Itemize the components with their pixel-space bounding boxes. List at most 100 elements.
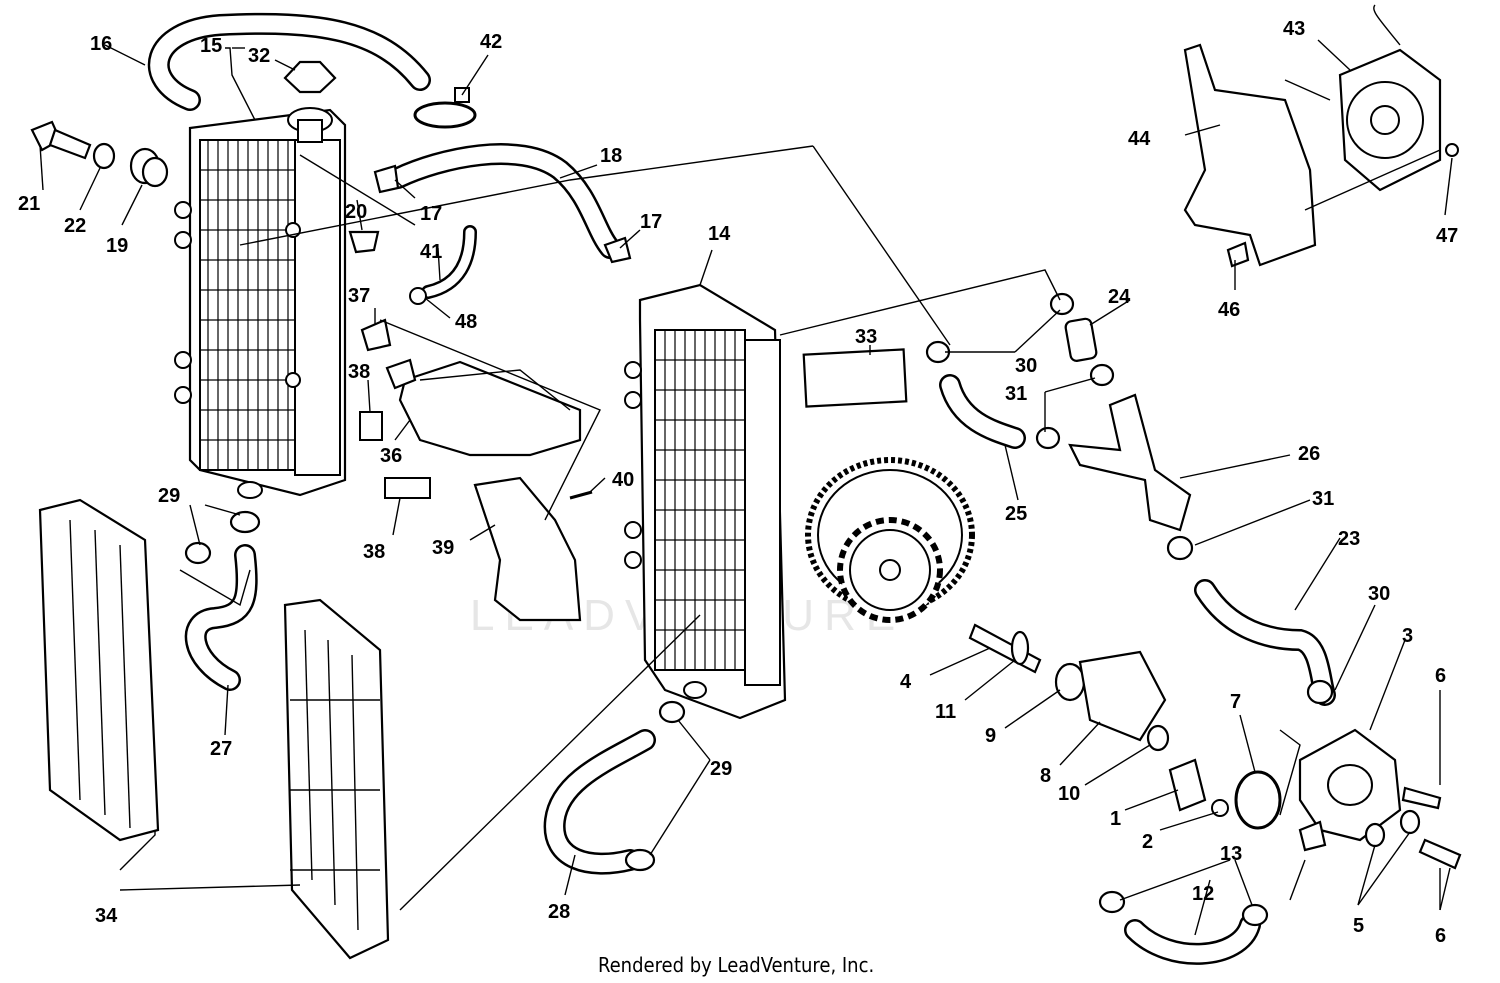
label-32: 32 (248, 45, 270, 67)
radiator-cap (283, 60, 337, 143)
part-labels: 16 15 32 42 21 22 19 20 17 18 17 14 41 3… (18, 18, 1458, 947)
label-40: 40 (612, 469, 634, 491)
label-30-top: 30 (1015, 355, 1037, 377)
radiator-louver-left (38, 498, 160, 842)
o-ring-7 (1234, 770, 1282, 830)
label-5: 5 (1353, 915, 1364, 937)
seal-10 (1146, 724, 1170, 752)
label-22: 22 (64, 215, 86, 237)
label-38-bottom: 38 (363, 541, 385, 563)
label-16: 16 (90, 33, 112, 55)
foam-33 (802, 348, 908, 408)
seal-11 (1010, 630, 1030, 666)
label-4: 4 (900, 671, 912, 693)
label-9: 9 (985, 725, 996, 747)
label-29-left: 29 (158, 485, 180, 507)
bolt-46 (1226, 241, 1250, 268)
clamp-29-a (229, 510, 261, 534)
clamp-31-b (1035, 426, 1061, 450)
label-11: 11 (935, 701, 956, 723)
clamp-13-b (1241, 903, 1269, 927)
washer-5-b (1399, 809, 1421, 835)
sprocket (837, 517, 943, 623)
pump-shaft (968, 623, 1042, 674)
label-15: 15 (200, 35, 222, 57)
cooling-fan (1338, 4, 1442, 192)
clamp-13-a (1098, 890, 1126, 914)
water-pump-housing (1298, 728, 1402, 852)
impeller-1 (1168, 758, 1207, 812)
label-2: 2 (1142, 831, 1153, 853)
radiator-louver-right (283, 598, 390, 960)
footer-credit: Rendered by LeadVenture, Inc. (598, 953, 874, 977)
clamp-30-a (1049, 292, 1075, 316)
label-24: 24 (1108, 286, 1131, 308)
label-26: 26 (1298, 443, 1320, 465)
label-25: 25 (1005, 503, 1027, 525)
label-6-bottom: 6 (1435, 925, 1446, 947)
label-20: 20 (345, 201, 367, 223)
label-44: 44 (1128, 128, 1151, 150)
clamp-31-c (1166, 535, 1194, 561)
label-31-top: 31 (1005, 383, 1027, 405)
label-43: 43 (1283, 18, 1305, 40)
label-47: 47 (1436, 225, 1458, 247)
label-42: 42 (480, 31, 502, 53)
hose-24 (1064, 317, 1098, 362)
label-18: 18 (600, 145, 622, 167)
clamp-29-d (624, 848, 656, 872)
nut-48 (409, 287, 427, 305)
mount-bolt (30, 120, 92, 160)
label-12: 12 (1192, 883, 1214, 905)
bolt-6-b (1418, 838, 1462, 870)
label-41: 41 (420, 241, 442, 263)
label-30-right: 30 (1368, 583, 1390, 605)
label-36: 36 (380, 445, 402, 467)
right-radiator (624, 283, 787, 720)
label-39: 39 (432, 537, 454, 559)
clamp-29-c (658, 700, 686, 724)
clamp-31-a (1089, 363, 1115, 387)
label-7: 7 (1230, 691, 1241, 713)
grommet-19 (129, 147, 169, 188)
label-46: 46 (1218, 299, 1240, 321)
left-radiator (174, 108, 347, 499)
label-29-right: 29 (710, 758, 732, 780)
washer-5-a (1364, 822, 1386, 848)
label-17-left: 17 (420, 203, 442, 225)
washer-22 (92, 142, 116, 170)
label-6-top: 6 (1435, 665, 1446, 687)
clamp-30-c (1306, 679, 1334, 705)
label-38-top: 38 (348, 361, 370, 383)
label-34: 34 (95, 905, 118, 927)
pad-38-a (359, 411, 383, 441)
label-48: 48 (455, 311, 477, 333)
leader-lines (39, 39, 1453, 936)
label-21: 21 (18, 193, 40, 215)
clamp-17-top (373, 164, 400, 194)
label-31-right: 31 (1312, 488, 1334, 510)
label-23: 23 (1338, 528, 1360, 550)
label-8: 8 (1040, 765, 1051, 787)
pad-38-b (384, 477, 431, 499)
grommet-20 (348, 230, 380, 254)
label-3: 3 (1402, 625, 1413, 647)
bolt-6-a (1401, 786, 1442, 810)
pump-cover-8 (1078, 650, 1167, 742)
label-28: 28 (548, 901, 570, 923)
label-17-right: 17 (640, 211, 662, 233)
fan-bracket-44 (1183, 43, 1317, 267)
label-19: 19 (106, 235, 128, 257)
label-33: 33 (855, 326, 877, 348)
clamp-29-b (184, 541, 212, 565)
nut-47 (1445, 143, 1459, 157)
bearing-9 (1054, 662, 1086, 702)
clamp-42 (413, 87, 477, 129)
label-27: 27 (210, 738, 232, 760)
label-10: 10 (1058, 783, 1080, 805)
coolant-reservoir (360, 318, 582, 457)
bracket-39 (473, 476, 582, 622)
label-1: 1 (1110, 808, 1121, 830)
label-14: 14 (708, 223, 731, 245)
